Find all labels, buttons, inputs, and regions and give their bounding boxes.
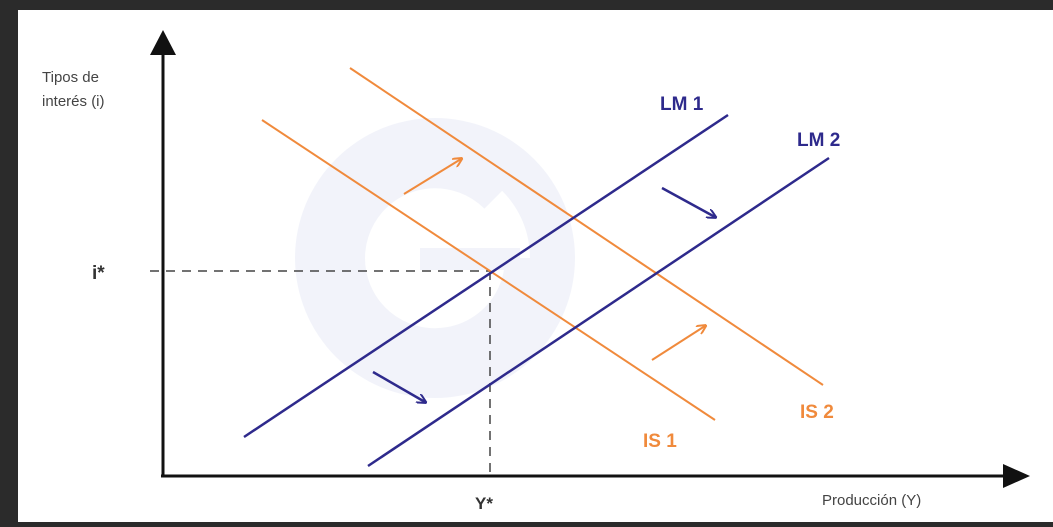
y-axis-label-line2: interés (i) xyxy=(42,93,105,110)
x-axis-arrowhead xyxy=(1003,464,1030,488)
lm-shift-arrow-upper xyxy=(661,186,715,217)
is1-label: IS 1 xyxy=(643,431,677,452)
y-axis-arrowhead xyxy=(150,30,176,55)
is1-curve xyxy=(261,119,716,421)
is-shift-arrow-lower xyxy=(651,326,705,361)
x-axis-label: Producción (Y) xyxy=(822,492,921,509)
equilibrium-rate-label: i* xyxy=(92,263,105,284)
diagram-panel xyxy=(18,10,1053,522)
y-axis-label-line1: Tipos de xyxy=(42,69,99,86)
lm1-curve xyxy=(243,113,729,439)
equilibrium-output-label: Y* xyxy=(475,494,493,513)
is2-curve xyxy=(349,67,824,386)
lm2-curve xyxy=(367,156,830,468)
lm1-label: LM 1 xyxy=(660,94,704,115)
lm-shift-arrow-lower xyxy=(372,370,425,402)
lm2-label: LM 2 xyxy=(797,130,840,151)
is2-label: IS 2 xyxy=(800,402,834,423)
is-shift-arrow-upper xyxy=(403,159,461,195)
